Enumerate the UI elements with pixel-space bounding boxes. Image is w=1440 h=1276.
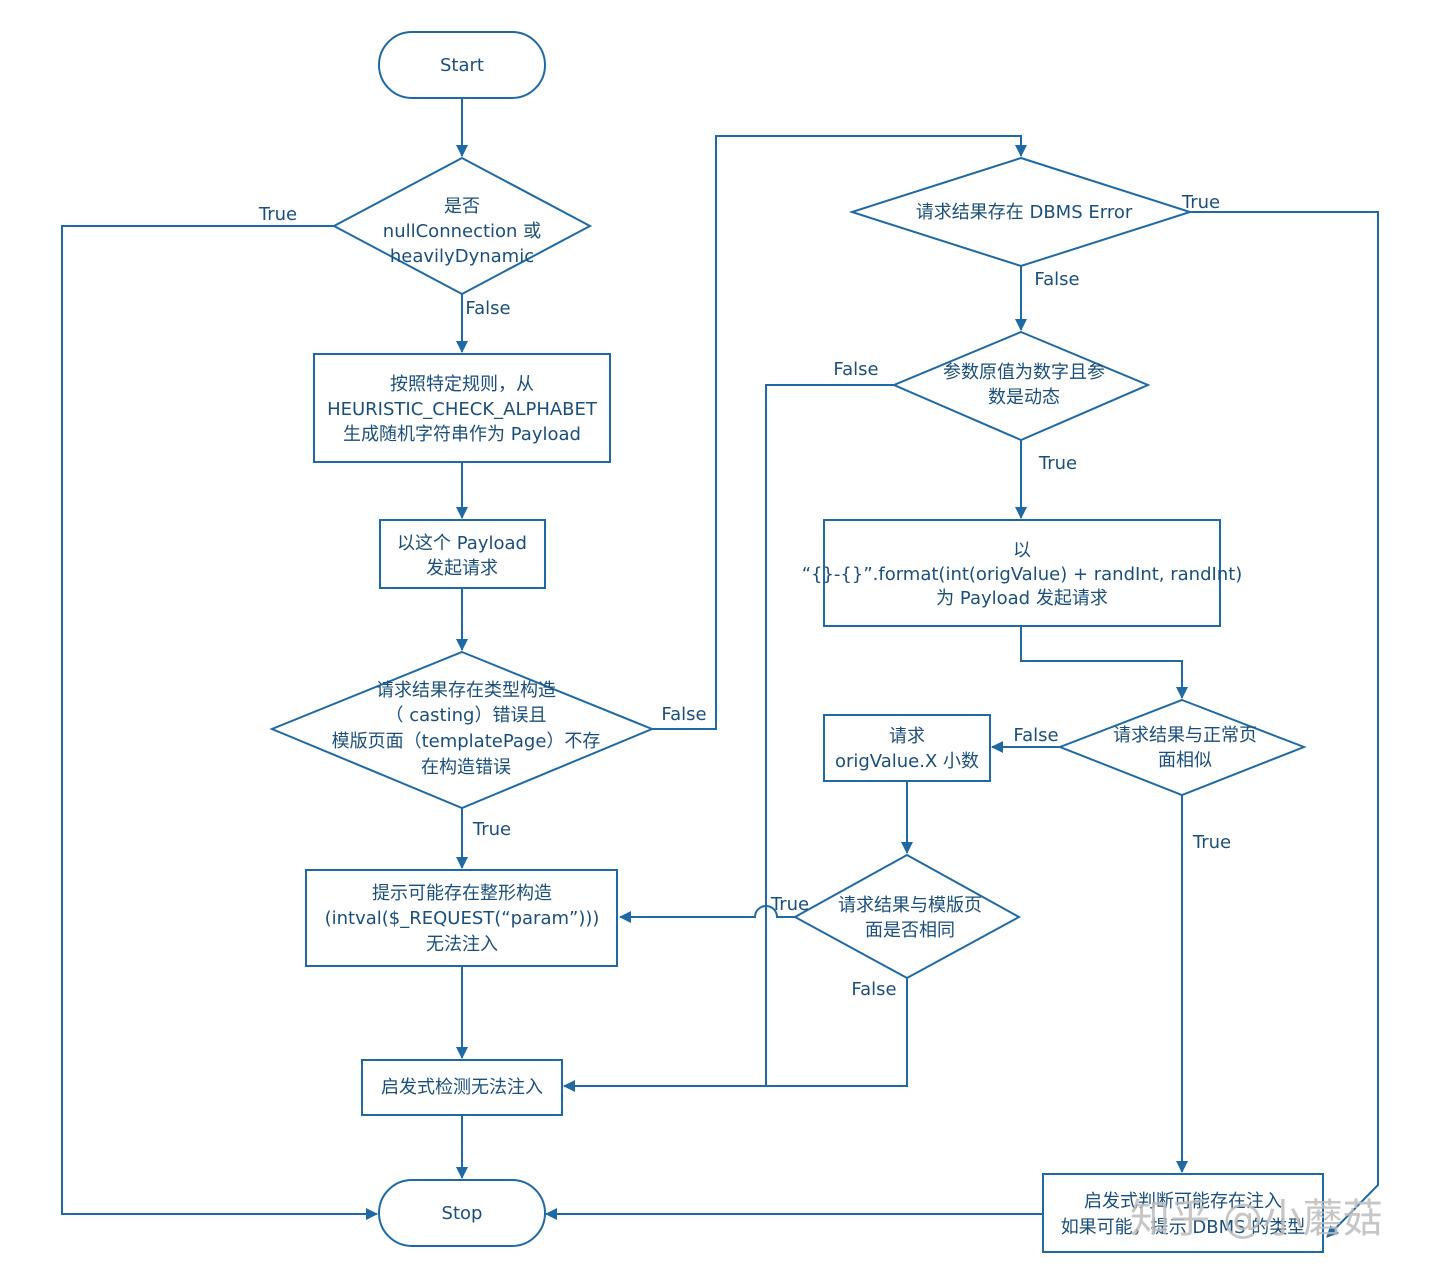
edge-format-to-similar: [1020, 626, 1188, 699]
dbms-error-label: 请求结果存在 DBMS Error: [916, 202, 1133, 223]
heuristic-no-inject-label: 启发式检测无法注入: [381, 1077, 543, 1098]
casting-error-line-3: 模版页面（templatePage）不存: [332, 731, 601, 752]
edge-casting-false-to-dbms: [652, 135, 1027, 730]
node-heuristic-no-inject: 启发式检测无法注入: [361, 1059, 563, 1116]
heuristic-maybe-inject-box: [1042, 1173, 1324, 1253]
same-template-diamond: [792, 853, 1022, 980]
label-null-false: False: [465, 298, 510, 319]
node-stop: Stop: [378, 1179, 546, 1247]
label-null-true: True: [258, 204, 297, 225]
edge-template-false-to-heuristic-no: [766, 978, 908, 1087]
request-decimal-line-2: origValue.X 小数: [835, 751, 979, 772]
null-dynamic-line-1: 是否: [444, 196, 480, 217]
generate-payload-line-2: HEURISTIC_CHECK_ALPHABET: [327, 399, 598, 420]
generate-payload-line-1: 按照特定规则，从: [390, 374, 534, 395]
hint-int-cast-line-1: 提示可能存在整形构造: [372, 883, 552, 904]
same-template-line-1: 请求结果与模版页: [838, 895, 982, 916]
similar-normal-line-1: 请求结果与正常页: [1113, 725, 1257, 746]
label-similar-false: False: [1013, 725, 1058, 746]
node-dbms-error-decision: 请求结果存在 DBMS Error: [848, 156, 1194, 268]
casting-error-diamond: [269, 650, 655, 810]
edge-numeric-false-to-heuristic-no: [563, 384, 896, 1092]
heuristic-maybe-inject-line-2: 如果可能，提示 DBMS 的类型: [1061, 1217, 1306, 1238]
label-similar-true: True: [1192, 832, 1231, 853]
start-terminal: [378, 31, 546, 99]
label-dbms-false: False: [1034, 269, 1079, 290]
request-format-line-2: “{}-{}”.format(int(origValue) + randInt,…: [802, 564, 1243, 585]
same-template-line-2: 面是否相同: [865, 920, 955, 941]
label-dbms-true: True: [1181, 192, 1220, 213]
start-label: Start: [440, 55, 484, 76]
send-payload-box: [379, 519, 546, 589]
label-template-true: True: [770, 894, 809, 915]
send-payload-line-1: 以这个 Payload: [397, 533, 527, 554]
heuristic-no-inject-box: [361, 1059, 563, 1116]
dbms-error-diamond: [848, 156, 1194, 268]
similar-normal-diamond: [1057, 698, 1307, 797]
edge-dbms-true-to-maybe: [1185, 211, 1379, 1238]
casting-error-line-1: 请求结果存在类型构造: [376, 680, 556, 701]
hint-int-cast-line-2: (intval($_REQUEST(“param”))): [325, 908, 600, 929]
send-payload-line-2: 发起请求: [426, 558, 498, 579]
request-decimal-line-1: 请求: [889, 726, 925, 747]
node-heuristic-maybe-inject: 启发式判断可能存在注入 如果可能，提示 DBMS 的类型: [1042, 1173, 1324, 1253]
null-dynamic-line-3: heavilyDynamic: [390, 246, 534, 267]
generate-payload-box: [313, 353, 611, 463]
stop-label: Stop: [442, 1203, 483, 1224]
hint-int-cast-box: [305, 869, 618, 967]
label-casting-false: False: [661, 704, 706, 725]
node-start: Start: [378, 31, 546, 99]
request-decimal-box: [823, 714, 991, 782]
generate-payload-line-3: 生成随机字符串作为 Payload: [343, 424, 581, 445]
label-casting-true: True: [472, 819, 511, 840]
edge-null-true-to-stop: [61, 225, 378, 1220]
null-dynamic-line-2: nullConnection 或: [383, 221, 541, 242]
node-generate-payload: 按照特定规则，从 HEURISTIC_CHECK_ALPHABET 生成随机字符…: [313, 353, 611, 463]
similar-normal-line-2: 面相似: [1158, 750, 1212, 771]
numeric-dynamic-line-1: 参数原值为数字且参: [943, 362, 1105, 383]
hint-int-cast-line-3: 无法注入: [426, 934, 498, 955]
casting-error-line-2: （ casting）错误且: [386, 705, 547, 726]
node-casting-error-decision: 请求结果存在类型构造 （ casting）错误且 模版页面（templatePa…: [269, 650, 655, 810]
label-template-false: False: [851, 979, 896, 1000]
heuristic-maybe-inject-line-1: 启发式判断可能存在注入: [1084, 1191, 1282, 1212]
request-format-box: [823, 519, 1221, 627]
node-null-dynamic-decision: 是否 nullConnection 或 heavilyDynamic: [331, 156, 593, 296]
watermark: 知乎 @小蘑菇: [1130, 1196, 1383, 1242]
node-send-payload: 以这个 Payload 发起请求: [379, 519, 546, 589]
request-format-line-1: 以: [1013, 540, 1031, 561]
node-request-format: 以 “{}-{}”.format(int(origValue) + randIn…: [802, 519, 1243, 627]
null-dynamic-diamond: [331, 156, 593, 296]
request-format-line-3: 为 Payload 发起请求: [936, 588, 1108, 609]
stop-terminal: [378, 1179, 546, 1247]
casting-error-line-4: 在构造错误: [421, 757, 511, 778]
node-same-template-decision: 请求结果与模版页 面是否相同: [792, 853, 1022, 980]
node-numeric-dynamic-decision: 参数原值为数字且参 数是动态: [891, 330, 1151, 442]
edges: [61, 98, 1379, 1238]
edge-template-true-to-hint: [619, 905, 795, 923]
edge-labels: True False False True True False False T…: [258, 192, 1231, 1000]
numeric-dynamic-line-2: 数是动态: [988, 387, 1060, 408]
numeric-dynamic-diamond: [891, 330, 1151, 442]
node-similar-normal-decision: 请求结果与正常页 面相似: [1057, 698, 1307, 797]
label-numeric-true: True: [1038, 453, 1077, 474]
node-request-decimal: 请求 origValue.X 小数: [823, 714, 991, 782]
node-hint-int-cast: 提示可能存在整形构造 (intval($_REQUEST(“param”))) …: [305, 869, 618, 967]
label-numeric-false: False: [833, 359, 878, 380]
